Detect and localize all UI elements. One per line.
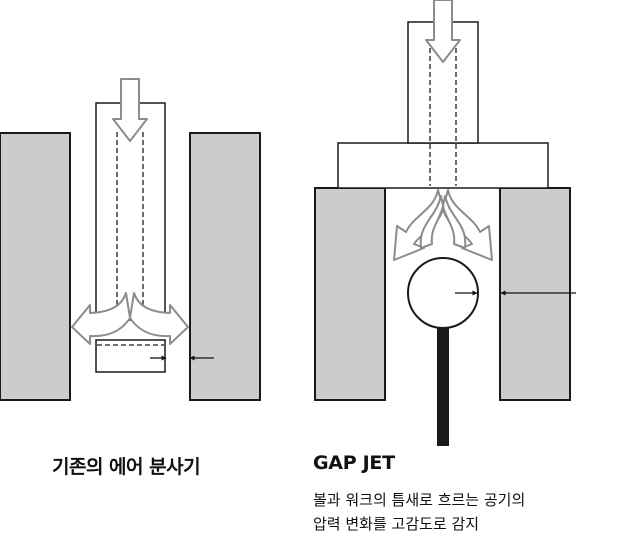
gap-jet-probe-rod <box>437 322 449 446</box>
gap-jet-description-line2: 압력 변화를 고감도로 감지 <box>313 515 480 533</box>
gap-jet-air-center-right-arrow <box>442 195 467 249</box>
gap-jet-right-wall <box>499 187 571 401</box>
gap-jet-description-line1: 볼과 워크의 틈새로 흐르는 공기의 <box>313 491 526 509</box>
gap-jet-ball <box>407 257 479 329</box>
gap-jet-flange <box>337 142 549 189</box>
right-wall-block <box>189 132 261 401</box>
left-wall-block <box>0 132 71 401</box>
conventional-air-blower-diagram <box>0 78 261 401</box>
gap-jet-label: GAP JET <box>313 452 395 474</box>
air-outflow-right-arrow <box>129 292 189 345</box>
gap-jet-air-center-left-arrow <box>419 195 444 249</box>
conventional-air-blower-label: 기존의 에어 분사기 <box>52 456 201 478</box>
gap-jet-diagram <box>314 0 576 446</box>
gap-jet-left-wall <box>314 187 386 401</box>
air-outflow-left-arrow <box>71 292 131 345</box>
air-inflow-arrow <box>112 78 148 142</box>
gap-jet-air-inflow-arrow <box>425 0 461 63</box>
